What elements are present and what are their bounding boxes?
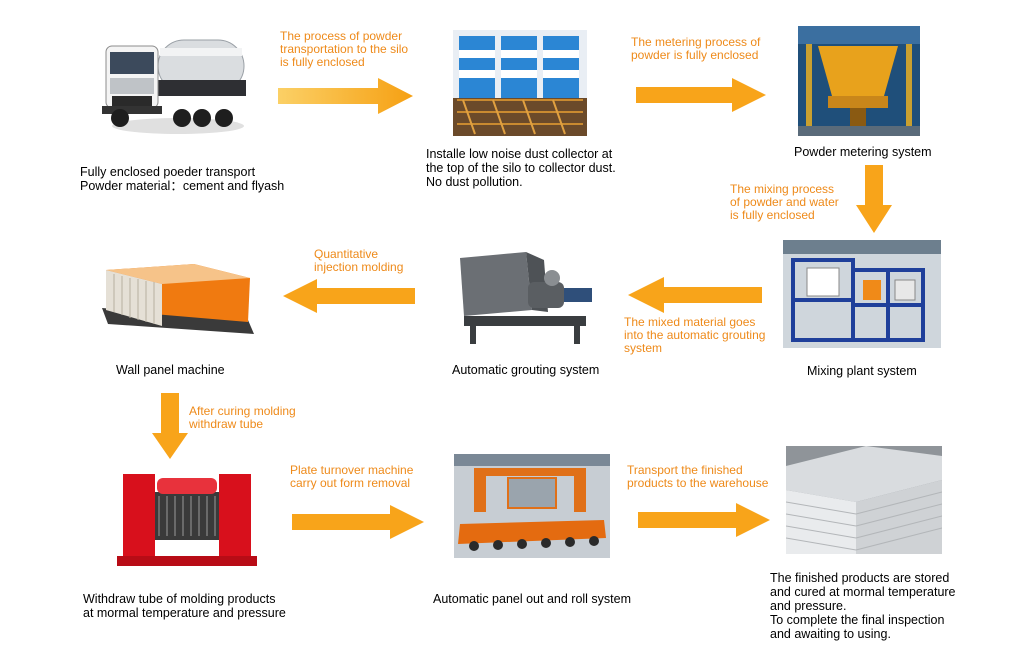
note-warehouse: Transport the finished products to the w… (627, 463, 769, 490)
flow-arrow-down-1 (856, 165, 892, 233)
flow-arrow-down-2 (152, 393, 188, 459)
flow-arrow-left-1 (628, 277, 762, 313)
note-grouting: The mixed material goes into the automat… (624, 315, 766, 355)
mixing-plant-image (783, 240, 941, 348)
wallpanel-caption: Wall panel machine (116, 363, 225, 377)
grouting-pump-image (456, 250, 598, 350)
truck-caption: Fully enclosed poeder transport Powder m… (80, 165, 285, 193)
panelout-caption: Automatic panel out and roll system (433, 592, 632, 606)
note-metering: The metering process of powder is fully … (631, 35, 761, 62)
flow-arrow-left-2 (283, 279, 415, 313)
grouting-caption: Automatic grouting system (452, 363, 600, 377)
winch-image (113, 464, 261, 570)
wall-panel-mould-image (98, 258, 258, 342)
panel-stack-image (786, 446, 942, 554)
note-turnover: Plate turnover machine carry out form re… (290, 463, 414, 490)
mixing-caption: Mixing plant system (807, 364, 917, 378)
silo-caption: Installe low noise dust collector at the… (426, 147, 616, 189)
metering-hopper-image (798, 26, 920, 136)
note-withdraw: After curing molding withdraw tube (189, 404, 296, 431)
winch-caption: Withdraw tube of molding products at mor… (83, 592, 286, 620)
metering-caption: Powder metering system (794, 145, 932, 159)
note-powder-to-silo: The process of powder transportation to … (280, 29, 409, 69)
flow-arrow-right-4 (638, 503, 770, 537)
panel-out-line-image (454, 454, 610, 558)
finished-caption: The finished products are stored and cur… (770, 571, 956, 641)
flow-arrow-right-3 (292, 505, 424, 539)
powder-truck-image (98, 22, 248, 140)
flow-arrow-right-2 (636, 78, 766, 112)
note-injection: Quantitative injection molding (314, 247, 404, 274)
note-mixing: The mixing process of powder and water i… (730, 182, 839, 222)
silos-image (453, 30, 587, 136)
flow-arrow-right-1 (278, 78, 413, 114)
